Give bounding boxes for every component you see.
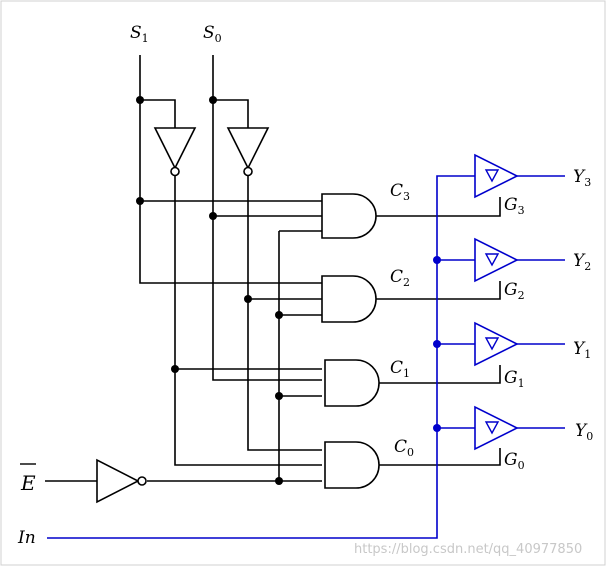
label-s0: S0: [203, 23, 222, 45]
buffer-g3: [474, 153, 519, 199]
junction-dots: [136, 96, 283, 485]
label-s1: S1: [130, 23, 149, 45]
data-path-wiring: [47, 175, 565, 539]
buffer-g2: [474, 237, 519, 283]
watermark: https://blog.csdn.net/qq_40977850: [354, 542, 582, 557]
label-g3: G3: [504, 195, 525, 217]
and-gate-c2: [321, 275, 377, 323]
label-c1: C1: [390, 358, 410, 380]
and-gate-c3: [321, 193, 377, 239]
label-c3: C3: [390, 181, 410, 203]
not-gate-enable: [96, 458, 147, 504]
svg-text:E: E: [20, 471, 36, 495]
label-g2: G2: [504, 280, 525, 302]
and-gate-c0: [324, 441, 380, 489]
label-g1: G1: [504, 368, 525, 390]
label-in: In: [17, 528, 36, 548]
select-wiring: [45, 55, 501, 482]
label-y0: Y0: [575, 421, 593, 443]
not-gate-s1: [153, 127, 197, 177]
buffer-g1: [474, 321, 519, 367]
label-c0: C0: [394, 437, 414, 459]
label-enable: E: [20, 463, 36, 495]
label-y1: Y1: [573, 339, 591, 361]
label-y2: Y2: [573, 251, 591, 273]
not-gate-s0: [226, 127, 270, 177]
label-c2: C2: [390, 267, 410, 289]
label-y3: Y3: [573, 167, 591, 189]
and-gate-c1: [324, 359, 380, 407]
data-junction-dots: [433, 256, 441, 432]
label-g0: G0: [504, 450, 525, 472]
buffer-g0: [474, 405, 519, 451]
